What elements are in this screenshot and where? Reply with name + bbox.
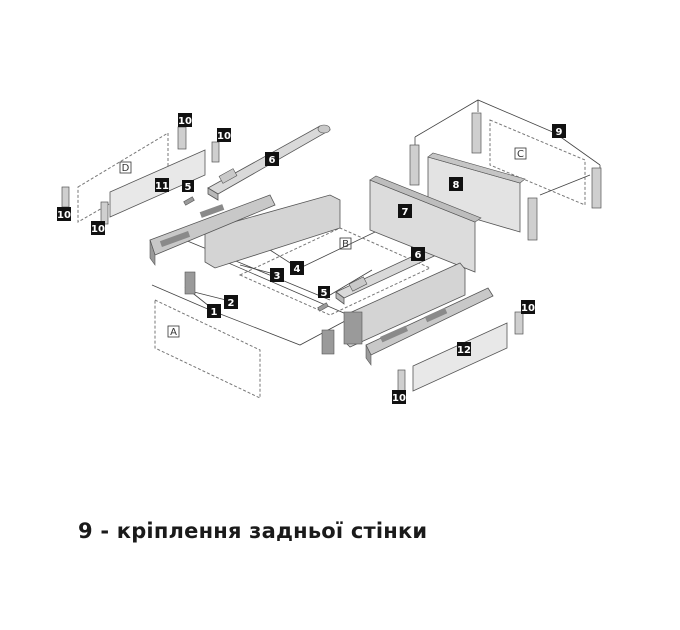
panel-c-back: C <box>489 119 586 206</box>
back-panel-7 <box>369 175 482 273</box>
panel-12 <box>412 322 508 392</box>
svg-text:10: 10 <box>91 224 105 235</box>
svg-text:4: 4 <box>294 264 301 275</box>
panel-a-front: A <box>154 299 261 399</box>
caption: 9 - кріплення задньої стінки <box>78 519 428 543</box>
callout-10-e: 10 <box>521 300 535 314</box>
callout-6-bottom: 6 <box>411 247 425 261</box>
drawer-side-left <box>149 194 341 269</box>
panel-letter-a: A <box>170 327 177 338</box>
svg-text:10: 10 <box>392 393 406 404</box>
callout-5-top: 5 <box>182 180 194 193</box>
svg-text:12: 12 <box>457 345 471 356</box>
svg-text:2: 2 <box>228 298 235 309</box>
callout-5-bottom: 5 <box>318 286 330 299</box>
callout-1: 1 <box>207 304 221 318</box>
panel-letter-b: B <box>342 239 349 250</box>
svg-text:7: 7 <box>402 207 409 218</box>
callout-10-c: 10 <box>57 207 71 221</box>
svg-text:10: 10 <box>178 116 192 127</box>
svg-text:5: 5 <box>185 182 192 193</box>
panel-letter-c: C <box>517 149 524 160</box>
callout-6-top: 6 <box>265 152 279 166</box>
callouts: 10 10 10 10 10 10 11 5 6 9 8 7 6 4 3 5 2… <box>57 113 566 404</box>
callout-3: 3 <box>270 268 284 282</box>
svg-text:3: 3 <box>274 271 281 282</box>
svg-text:10: 10 <box>57 210 71 221</box>
svg-text:6: 6 <box>415 250 422 261</box>
callout-8: 8 <box>449 177 463 191</box>
callout-4: 4 <box>290 261 304 275</box>
screws-5 <box>183 196 363 355</box>
callout-10-f: 10 <box>392 390 406 404</box>
callout-7: 7 <box>398 204 412 218</box>
callout-11: 11 <box>155 178 169 192</box>
svg-text:5: 5 <box>321 288 328 299</box>
svg-text:11: 11 <box>155 181 169 192</box>
drawer-assembly-diagram: A D B C <box>57 99 602 404</box>
drawer-side-right <box>344 262 494 366</box>
callout-10-d: 10 <box>91 221 105 235</box>
svg-text:1: 1 <box>211 307 218 318</box>
callout-10-b: 10 <box>217 128 231 142</box>
svg-text:9: 9 <box>556 127 563 138</box>
svg-text:8: 8 <box>453 180 460 191</box>
callout-12: 12 <box>457 342 471 356</box>
panel-letter-d: D <box>122 163 130 174</box>
callout-9: 9 <box>552 124 566 138</box>
svg-text:10: 10 <box>521 303 535 314</box>
svg-text:6: 6 <box>269 155 276 166</box>
back-panel-8 <box>427 152 526 233</box>
svg-text:10: 10 <box>217 131 231 142</box>
callout-2: 2 <box>224 295 238 309</box>
callout-10-a: 10 <box>178 113 192 127</box>
